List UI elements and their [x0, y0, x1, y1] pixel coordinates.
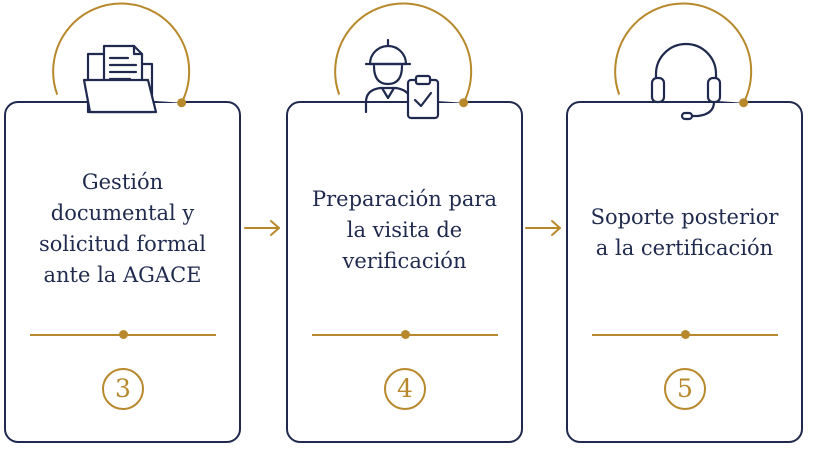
step-title-line: a la certificación — [595, 236, 774, 260]
worker-clipboard-icon — [364, 38, 440, 120]
step-title-line: Preparación para — [312, 187, 497, 211]
headset-icon — [650, 42, 722, 121]
divider-dot — [401, 330, 410, 339]
step-title-4: Preparación para la visita de verificaci… — [288, 184, 521, 277]
step-number-badge: 4 — [384, 368, 426, 410]
step-title-line: ante la AGACE — [43, 263, 202, 287]
step-card-5: Soporte posterior a la certificación 5 — [566, 101, 803, 443]
step-title-line: documental y — [50, 201, 195, 225]
step-title-line: verificación — [342, 249, 467, 273]
divider-dot — [119, 330, 128, 339]
step-title-line: solicitud formal — [38, 232, 206, 256]
step-divider — [312, 330, 498, 340]
step-number-badge: 3 — [102, 368, 144, 410]
arrow-right-icon — [244, 220, 280, 236]
step-title-line: Soporte posterior — [590, 205, 779, 229]
step-title-3: Gestión documental y solicitud formal an… — [6, 167, 239, 291]
step-divider — [592, 330, 778, 340]
step-divider — [30, 330, 216, 340]
step-title-5: Soporte posterior a la certificación — [568, 202, 801, 264]
step-number-badge: 5 — [664, 368, 706, 410]
step-card-3: Gestión documental y solicitud formal an… — [4, 101, 241, 443]
step-card-4: Preparación para la visita de verificaci… — [286, 101, 523, 443]
step-title-line: la visita de — [346, 218, 463, 242]
folder-document-icon — [82, 44, 158, 114]
arrow-right-icon — [525, 220, 561, 236]
step-title-line: Gestión — [81, 170, 164, 194]
divider-dot — [681, 330, 690, 339]
